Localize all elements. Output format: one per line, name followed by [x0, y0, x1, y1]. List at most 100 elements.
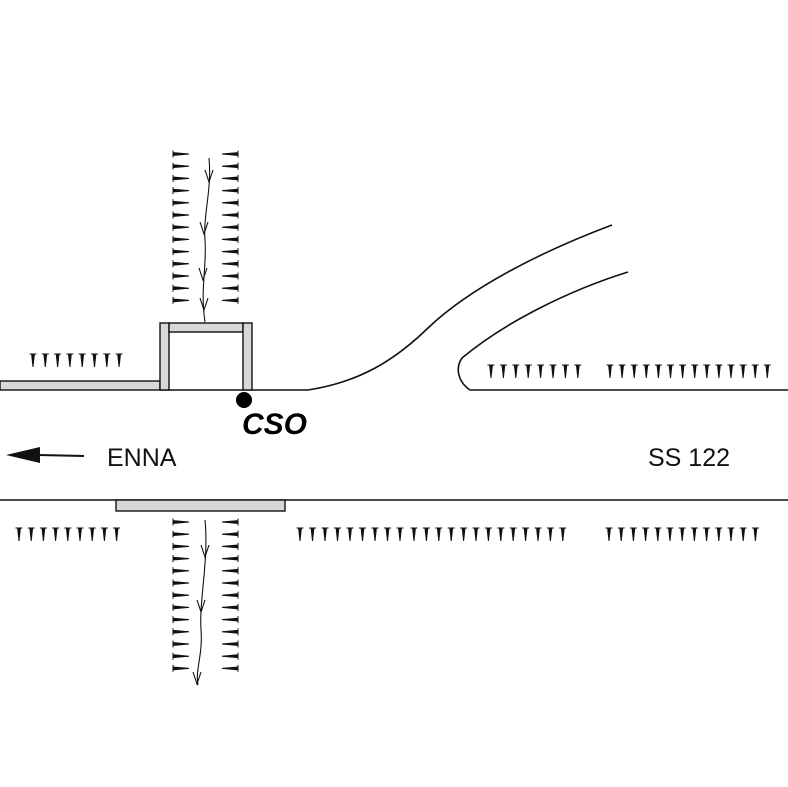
embankment-tick-icon	[172, 150, 190, 158]
embankment-tick-icon	[221, 248, 239, 256]
left-parapet	[0, 380, 161, 391]
embankment-tick-icon	[221, 260, 239, 268]
embankment-tick-icon	[618, 364, 626, 379]
embankment-tick-icon	[221, 174, 239, 182]
embankment-tick-icon	[172, 162, 190, 170]
water-flow-lower-icon	[196, 519, 207, 686]
embankment-tick-icon	[172, 567, 190, 575]
flow-arrowhead-4	[199, 297, 209, 312]
embankment-tick-icon	[549, 364, 557, 379]
embankment-tick-icon	[497, 527, 505, 542]
embankment-tick-icon	[691, 364, 699, 379]
embankment-tick-icon	[221, 616, 239, 624]
embankment-tick-icon	[172, 555, 190, 563]
embankment-tick-icon	[221, 223, 239, 231]
embankment-tick-icon	[172, 640, 190, 648]
arrow-left-icon	[6, 447, 85, 463]
embankment-tick-icon	[422, 527, 430, 542]
embankment-tick-icon	[221, 162, 239, 170]
water-flow-upper-icon	[202, 157, 211, 323]
embankment-tick-icon	[221, 664, 239, 672]
branch-road	[307, 224, 629, 391]
culvert-right-wall	[242, 322, 253, 391]
station-dot-icon	[236, 392, 252, 408]
embankment-tick-icon	[499, 364, 507, 379]
embankment-tick-icon	[384, 527, 391, 542]
embankment-tick-icon	[172, 603, 190, 611]
embankment-tick-icon	[435, 527, 443, 542]
embankment-tick-icon	[296, 527, 304, 542]
embankment-tick-icon	[460, 527, 468, 542]
embankment-tick-icon	[221, 235, 239, 243]
embankment-tick-icon	[172, 187, 190, 195]
embankment-tick-icon	[172, 260, 190, 268]
embankment-tick-icon	[221, 652, 239, 660]
embankment-tick-icon	[410, 527, 418, 542]
embankment-tick-icon	[54, 353, 62, 368]
embankment-tick-icon	[629, 527, 637, 542]
embankment-tick-icon	[39, 527, 47, 542]
embankment-tick-icon	[172, 652, 190, 660]
embankment-tick-icon	[221, 555, 239, 563]
embankment-tick-icon	[52, 527, 60, 542]
embankment-tick-icon	[172, 174, 190, 182]
embankment-tick-icon	[574, 364, 582, 379]
culvert-left-wall	[159, 322, 170, 391]
embankment-tick-icon	[559, 527, 567, 542]
embankment-tick-icon	[221, 530, 239, 538]
embankment-tick-icon	[221, 150, 239, 158]
embankment-tick-icon	[605, 527, 613, 542]
station-label: CSO	[242, 408, 307, 441]
embankment-tick-icon	[172, 272, 190, 280]
embankment-tick-icon	[221, 640, 239, 648]
embankment-tick-icon	[346, 527, 354, 542]
embankment-tick-icon	[113, 527, 121, 542]
embankment-tick-icon	[739, 527, 747, 542]
embankment-tick-icon	[76, 527, 84, 542]
branch-edge-outer	[307, 224, 613, 391]
embankment-tick-icon	[221, 579, 239, 587]
embankment-tick-icon	[29, 353, 37, 368]
embankment-tick-icon	[221, 284, 239, 292]
embankment-tick-icon	[654, 364, 662, 379]
embankment-tick-icon	[64, 527, 72, 542]
embankment-tick-icon	[172, 518, 190, 526]
embankment-tick-icon	[751, 364, 759, 379]
embankment-tick-icon	[221, 628, 239, 636]
embankment-tick-icon	[91, 353, 98, 368]
culvert-top-wall	[168, 322, 244, 333]
flow-arrowhead-7	[192, 671, 202, 686]
embankment-tick-icon	[667, 364, 674, 379]
embankment-tick-icon	[739, 364, 747, 379]
embankment-tick-icon	[221, 187, 239, 195]
embankment-tick-icon	[221, 272, 239, 280]
embankment-tick-icon	[41, 353, 49, 368]
embankment-tick-icon	[103, 353, 111, 368]
embankment-tick-icon	[321, 527, 329, 542]
flow-arrowhead-5	[200, 544, 210, 559]
embankment-tick-icon	[172, 616, 190, 624]
embankment-tick-icon	[509, 527, 517, 542]
embankment-tick-icon	[66, 353, 74, 368]
embankment-tick-icon	[561, 364, 569, 379]
embankment-tick-icon	[484, 527, 492, 542]
embankment-tick-icon	[678, 527, 686, 542]
embankment-tick-icon	[371, 527, 379, 542]
embankment-tick-icon	[703, 364, 711, 379]
embankment-tick-icon	[172, 235, 190, 243]
embankment-tick-icon	[221, 567, 239, 575]
embankment-slopes	[15, 150, 771, 672]
embankment-tick-icon	[654, 527, 662, 542]
flow-arrowhead-1	[204, 169, 214, 184]
embankment-tick-icon	[172, 284, 190, 292]
embankment-tick-icon	[172, 579, 190, 587]
embankment-tick-icon	[751, 527, 759, 542]
embankment-tick-icon	[534, 527, 542, 542]
water-flow	[192, 157, 214, 686]
embankment-tick-icon	[172, 296, 190, 304]
embankment-tick-icon	[715, 527, 723, 542]
direction-right-label: SS 122	[648, 444, 730, 472]
embankment-tick-icon	[172, 628, 190, 636]
embankment-tick-icon	[763, 364, 771, 379]
